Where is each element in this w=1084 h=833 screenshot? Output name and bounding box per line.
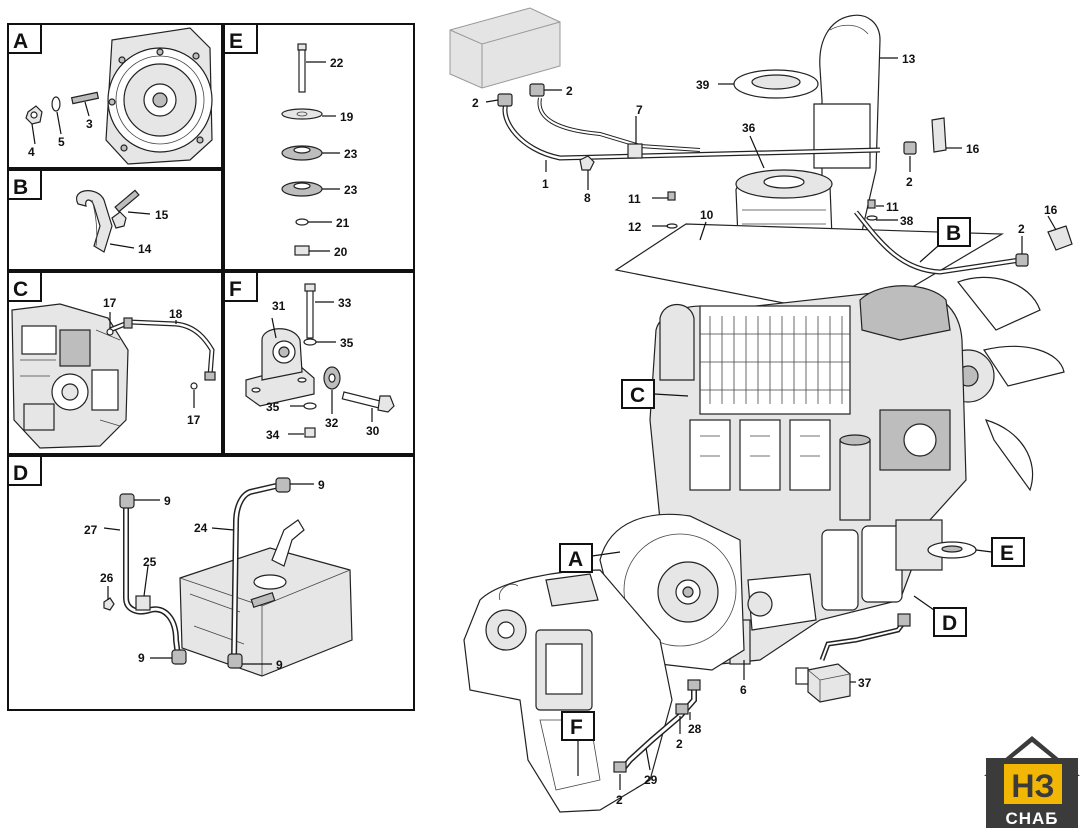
- main-engine-drawing: 2 2 7 1 8 39 36 13 16 2 11 12 10 11 38 2…: [449, 7, 1073, 813]
- callout-f: F: [561, 711, 595, 776]
- hose-clamp-illustration: [75, 189, 140, 253]
- label-18: 18: [169, 307, 183, 321]
- panel-f: F 31 33 35 35 32 30 34: [223, 271, 415, 455]
- label-22: 22: [330, 56, 344, 70]
- main-label-8: 8: [584, 191, 591, 205]
- reservoir-box: [449, 7, 561, 89]
- label-31: 31: [272, 299, 286, 313]
- callout-e: E: [975, 537, 1025, 567]
- mount-stack-illustration: [281, 43, 323, 256]
- panel-e-label: E: [229, 30, 243, 53]
- panel-c-label: C: [13, 278, 28, 301]
- engine-mount-illustration: [245, 283, 395, 438]
- label-14: 14: [138, 242, 152, 256]
- svg-text:E: E: [1000, 542, 1014, 565]
- svg-text:F: F: [570, 716, 583, 739]
- label-23-b: 23: [344, 183, 358, 197]
- label-17-top: 17: [103, 296, 117, 310]
- label-33: 33: [338, 296, 352, 310]
- panel-a: A 4 5 3: [7, 23, 223, 169]
- label-19: 19: [340, 110, 354, 124]
- main-label-7: 7: [636, 103, 643, 117]
- main-label-6: 6: [740, 683, 747, 697]
- label-25: 25: [143, 555, 157, 569]
- flywheel-housing-illustration: [105, 27, 213, 165]
- label-23-a: 23: [344, 147, 358, 161]
- main-label-2-a: 2: [472, 96, 479, 110]
- main-label-39: 39: [696, 78, 710, 92]
- panel-a-label: A: [13, 30, 28, 53]
- main-label-2-c: 2: [906, 175, 913, 189]
- main-label-13: 13: [902, 52, 916, 66]
- label-15: 15: [155, 208, 169, 222]
- label-17-bottom: 17: [187, 413, 201, 427]
- panel-f-label: F: [229, 278, 242, 301]
- panel-c: C 17 18 17: [7, 271, 223, 455]
- label-9-d: 9: [318, 478, 325, 492]
- main-label-11-a: 11: [628, 192, 641, 206]
- logo-mark: НЗ: [1011, 768, 1054, 804]
- svg-text:D: D: [942, 612, 957, 635]
- main-label-38: 38: [900, 214, 914, 228]
- svg-text:C: C: [630, 384, 645, 407]
- brand-logo: НЗ СНАБ: [984, 736, 1080, 828]
- callout-b: B: [919, 217, 971, 263]
- main-label-2-f: 2: [616, 793, 623, 807]
- panel-b-label: B: [13, 176, 28, 199]
- tank-illustration: [179, 519, 353, 677]
- label-20: 20: [334, 245, 348, 259]
- callout-a: A: [559, 543, 621, 573]
- main-label-2-d: 2: [1018, 222, 1025, 236]
- main-label-16-a: 16: [966, 142, 980, 156]
- engine-side-illustration: [11, 303, 129, 449]
- label-9-b: 9: [138, 651, 145, 665]
- label-3: 3: [86, 117, 93, 131]
- filter-lid: [733, 69, 819, 99]
- relay-box: [795, 663, 851, 703]
- main-label-12: 12: [628, 220, 642, 234]
- main-label-28: 28: [688, 722, 702, 736]
- label-34: 34: [266, 428, 280, 442]
- main-label-11-b: 11: [886, 200, 899, 214]
- callout-c: C: [621, 379, 689, 409]
- main-label-2-b: 2: [566, 84, 573, 98]
- main-label-29: 29: [644, 773, 658, 787]
- logo-text: СНАБ: [1005, 809, 1058, 828]
- mounting-plate: [614, 223, 1005, 319]
- label-32: 32: [325, 416, 339, 430]
- stud-washer-nut: [25, 91, 100, 125]
- label-24: 24: [194, 521, 208, 535]
- panel-e: E 22 19 23 23 21 20: [223, 23, 415, 271]
- label-9-c: 9: [276, 658, 283, 672]
- label-27: 27: [84, 523, 98, 537]
- panel-b: B 15 14: [7, 169, 223, 271]
- callout-d: D: [913, 595, 967, 637]
- label-30: 30: [366, 424, 380, 438]
- main-label-37: 37: [858, 676, 872, 690]
- panel-d-label: D: [13, 462, 28, 485]
- main-label-16-b: 16: [1044, 203, 1058, 217]
- main-label-36: 36: [742, 121, 756, 135]
- label-21: 21: [336, 216, 350, 230]
- label-26: 26: [100, 571, 114, 585]
- panel-d: D 9 27 26 25: [7, 455, 415, 711]
- label-5: 5: [58, 135, 65, 149]
- svg-text:B: B: [946, 222, 961, 245]
- label-4: 4: [28, 145, 35, 159]
- pipe-18: [106, 317, 216, 390]
- label-35-a: 35: [340, 336, 354, 350]
- svg-text:A: A: [568, 548, 583, 571]
- main-label-2-e: 2: [676, 737, 683, 751]
- main-label-1: 1: [542, 177, 549, 191]
- label-35-b: 35: [266, 400, 280, 414]
- label-9-a: 9: [164, 494, 171, 508]
- main-label-10: 10: [700, 208, 714, 222]
